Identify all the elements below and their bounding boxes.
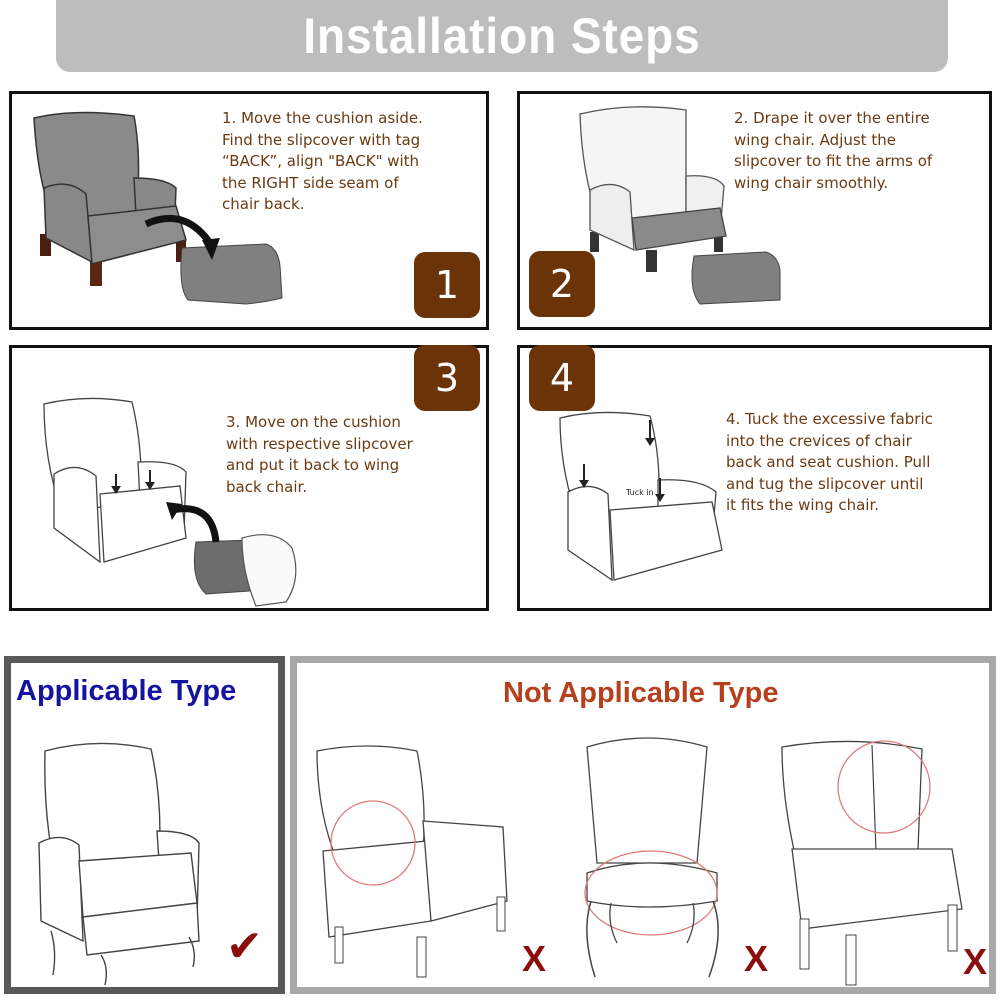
not-applicable-x-mark-3: X xyxy=(963,941,988,982)
step-2-number-badge: 2 xyxy=(529,251,595,317)
not-applicable-x-mark-1: X xyxy=(522,938,547,979)
check-mark-icon: ✔ xyxy=(226,921,263,972)
recliner-chair-illustration xyxy=(316,745,508,978)
queen-anne-chair-illustration xyxy=(584,737,719,978)
gray-wing-chair-illustration xyxy=(33,111,283,305)
applicable-type-panel: Applicable Type ✔ xyxy=(4,656,285,994)
step-1-number-badge: 1 xyxy=(414,252,480,318)
tuck-in-label: Tuck in xyxy=(626,488,654,497)
not-applicable-x-mark-2: X xyxy=(744,938,769,979)
step-4-number-badge: 4 xyxy=(529,345,595,411)
step-3-panel: 3. Move on the cushion with respective s… xyxy=(9,345,489,611)
not-applicable-type-title: Not Applicable Type xyxy=(503,677,779,709)
step-2-instructions: 2. Drape it over the entire wing chair. … xyxy=(734,109,933,192)
step-3-number-badge: 3 xyxy=(414,345,480,411)
tuck-fabric-illustration xyxy=(559,411,723,582)
split-back-wing-chair-illustration xyxy=(781,740,963,986)
step-3-instructions: 3. Move on the cushion with respective s… xyxy=(226,413,413,496)
applicable-wing-chair-illustration xyxy=(38,742,200,986)
step-4-panel: Tuck in 4. Tuck the excessive fabric int… xyxy=(517,345,992,611)
step-1-instructions: 1. Move the cushion aside. Find the slip… xyxy=(222,109,423,213)
step-4-instructions: 4. Tuck the excessive fabric into the cr… xyxy=(726,410,933,514)
draped-slipcover-chair-illustration xyxy=(579,106,781,305)
step-1-panel: 1. Move the cushion aside. Find the slip… xyxy=(9,91,489,330)
cushion-replacement-illustration xyxy=(43,397,297,607)
not-applicable-type-panel: Not Applicable Type X X X xyxy=(290,656,996,994)
step-2-panel: 2. Drape it over the entire wing chair. … xyxy=(517,91,992,330)
title-banner: Installation Steps xyxy=(56,0,948,72)
applicable-type-title: Applicable Type xyxy=(16,675,237,707)
page-title: Installation Steps xyxy=(303,8,701,64)
